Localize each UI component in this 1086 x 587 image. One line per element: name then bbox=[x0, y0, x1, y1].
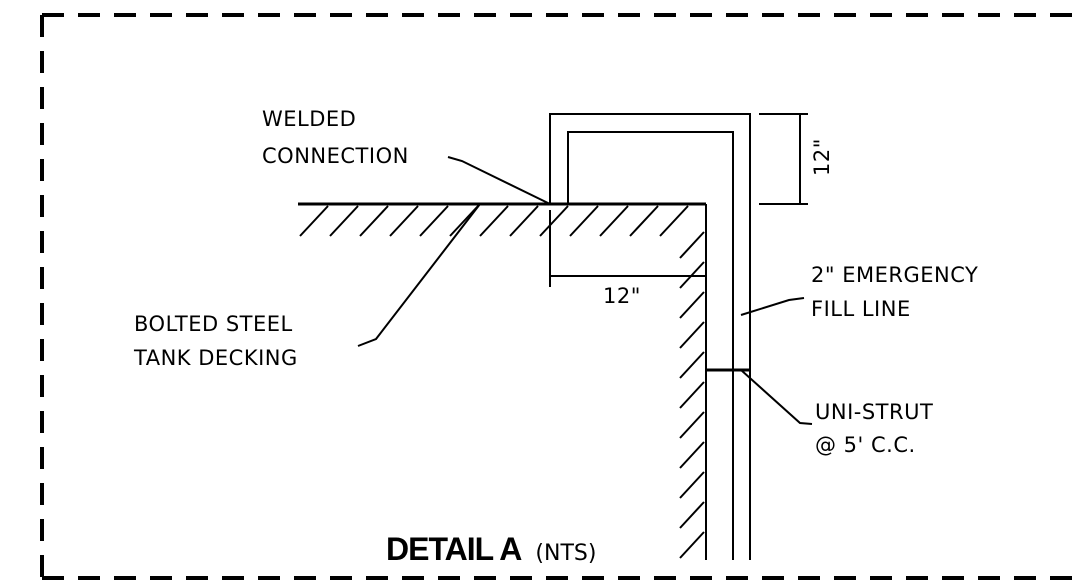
hatch-mark bbox=[359, 205, 389, 237]
hatch-mark bbox=[659, 205, 689, 237]
hatch-mark bbox=[419, 205, 449, 237]
hatch-mark bbox=[599, 205, 629, 237]
hatch-mark bbox=[679, 531, 705, 559]
hatch-mark bbox=[679, 411, 705, 439]
hatch-mark bbox=[539, 205, 569, 237]
uni-strut-label: UNI-STRUT @ 5' C.C. bbox=[815, 400, 941, 457]
hatch-mark bbox=[679, 351, 705, 379]
dimension-vertical-text: 12" bbox=[810, 138, 834, 176]
hatch-mark bbox=[329, 205, 359, 237]
hatch-mark bbox=[679, 501, 705, 529]
hatch-mark bbox=[679, 441, 705, 469]
tank-deck bbox=[298, 202, 707, 560]
hatch-mark bbox=[679, 291, 705, 319]
tank-decking-label: BOLTED STEEL TANK DECKING bbox=[133, 312, 300, 370]
hatch-mark bbox=[679, 321, 705, 349]
detail-title: DETAIL A (NTS) bbox=[386, 531, 596, 567]
welded-connection-label: WELDED CONNECTION bbox=[262, 107, 409, 168]
fill-pipe bbox=[549, 113, 751, 560]
hatch-mark bbox=[509, 205, 539, 237]
hatch-mark bbox=[679, 231, 705, 259]
leaders bbox=[357, 156, 813, 425]
hatch-mark bbox=[569, 205, 599, 237]
wall-hatching bbox=[679, 231, 705, 559]
deck-hatching bbox=[299, 205, 689, 237]
dimension-horizontal-text: 12" bbox=[603, 284, 641, 308]
dimension-vertical bbox=[759, 113, 808, 205]
emergency-fill-line-label: 2" EMERGENCY FILL LINE bbox=[811, 263, 986, 321]
detail-boundary bbox=[40, 13, 1086, 580]
hatch-mark bbox=[389, 205, 419, 237]
hatch-mark bbox=[679, 471, 705, 499]
hatch-mark bbox=[629, 205, 659, 237]
hatch-mark bbox=[479, 205, 509, 237]
hatch-mark bbox=[449, 205, 479, 237]
hatch-mark bbox=[299, 205, 329, 237]
dimension-horizontal bbox=[549, 210, 706, 287]
hatch-mark bbox=[679, 381, 705, 409]
